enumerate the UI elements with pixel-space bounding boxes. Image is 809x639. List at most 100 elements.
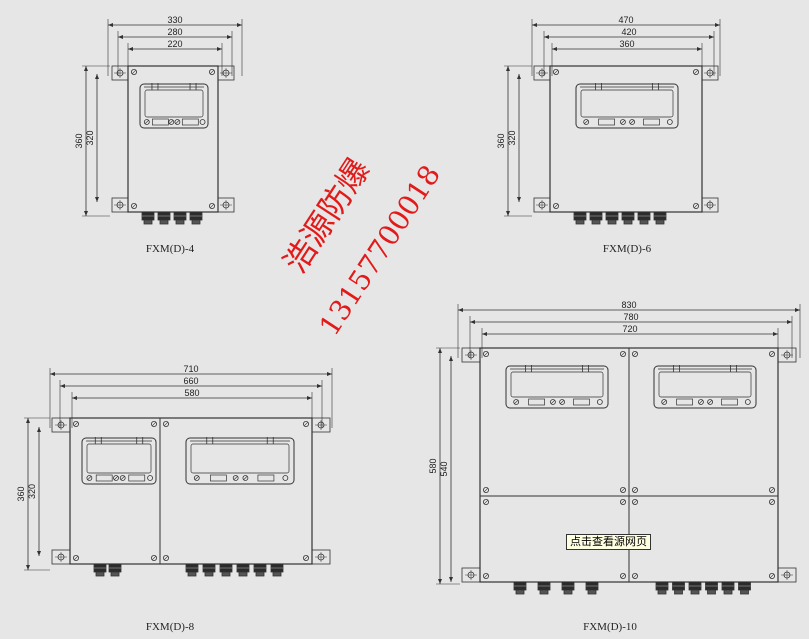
height-dimension-label-1: 360 bbox=[496, 133, 506, 148]
width-dimension-label-1: 830 bbox=[621, 300, 636, 310]
terminal-screw bbox=[199, 119, 206, 125]
breaker-window-inner bbox=[510, 371, 604, 398]
terminal-block bbox=[181, 118, 199, 126]
cable-gland-nut bbox=[515, 589, 525, 595]
cable-gland-nut bbox=[110, 571, 120, 577]
cable-gland-nut bbox=[623, 219, 633, 225]
breaker-window bbox=[505, 365, 609, 409]
cover-screw bbox=[632, 498, 639, 505]
drawing-caption: FXM(D)-6 bbox=[603, 243, 652, 255]
cover-screw bbox=[769, 486, 776, 493]
cable-gland-nut bbox=[143, 219, 153, 225]
cable-gland-nut bbox=[255, 571, 265, 577]
screw-slot bbox=[620, 573, 626, 579]
screw-slot bbox=[483, 499, 489, 505]
cable-gland-nut bbox=[607, 219, 617, 225]
cable-gland-nut bbox=[657, 589, 667, 595]
screw-slot bbox=[632, 499, 638, 505]
terminal-screw bbox=[282, 475, 289, 481]
width-dimension-label-3: 580 bbox=[184, 388, 199, 398]
screw-slot bbox=[583, 119, 589, 125]
terminal-screw bbox=[143, 119, 150, 125]
screw-slot bbox=[620, 499, 626, 505]
terminal-screw bbox=[513, 399, 520, 405]
terminal-screw bbox=[707, 399, 713, 405]
cable-gland-nut bbox=[204, 571, 214, 577]
height-dimension-label-1: 580 bbox=[428, 458, 438, 473]
screw-slot bbox=[559, 399, 565, 405]
width-dimension-label-2: 280 bbox=[167, 27, 182, 37]
breaker-window bbox=[575, 83, 679, 129]
cover-screw bbox=[620, 498, 627, 505]
breaker-window-inner bbox=[658, 371, 752, 398]
screw-slot bbox=[169, 119, 174, 125]
width-dimension-label-1: 330 bbox=[167, 15, 182, 25]
terminal-screw bbox=[596, 399, 603, 405]
cable-gland-nut bbox=[539, 589, 549, 595]
terminal-block bbox=[676, 398, 693, 406]
cable-gland-nut bbox=[95, 571, 105, 577]
terminal-screw bbox=[147, 475, 153, 481]
cover-screw bbox=[73, 420, 80, 427]
cover-screw bbox=[302, 555, 309, 562]
terminal-screw bbox=[119, 475, 126, 481]
height-dimension-label-2: 320 bbox=[507, 130, 517, 145]
cover-screw bbox=[482, 573, 489, 580]
screw-slot bbox=[632, 351, 638, 357]
terminal-screw bbox=[242, 475, 249, 481]
screw-slot bbox=[707, 399, 713, 405]
terminal-screw bbox=[232, 475, 239, 481]
terminal-screw bbox=[559, 399, 565, 405]
screw-slot bbox=[693, 69, 699, 75]
drawing-caption: FXM(D)-4 bbox=[146, 243, 195, 255]
cover-screw bbox=[130, 202, 137, 209]
screw-slot bbox=[769, 351, 775, 357]
cover-screw bbox=[769, 350, 776, 357]
cover-screw bbox=[162, 420, 169, 427]
height-dimension-label-2: 320 bbox=[27, 484, 37, 499]
terminal-screw bbox=[620, 119, 626, 125]
breaker-window bbox=[81, 437, 157, 485]
width-dimension-label-3: 720 bbox=[622, 324, 637, 334]
screw-slot bbox=[113, 475, 119, 481]
cable-gland-nut bbox=[187, 571, 197, 577]
breaker-window-inner bbox=[580, 89, 674, 118]
height-dimension-label-1: 360 bbox=[16, 486, 26, 501]
cover-screw bbox=[620, 573, 627, 580]
view-source-page-tooltip[interactable]: 点击查看源网页 bbox=[566, 534, 651, 550]
enclosure-body bbox=[127, 65, 219, 213]
screw-slot bbox=[769, 499, 775, 505]
screw-slot bbox=[73, 555, 79, 561]
watermark: 浩源防爆 13157700018 bbox=[276, 152, 447, 342]
cover-screw bbox=[769, 573, 776, 580]
cover-screw bbox=[208, 202, 215, 209]
terminal-block bbox=[573, 398, 590, 406]
screw-slot bbox=[661, 399, 667, 405]
screw-slot bbox=[209, 69, 215, 75]
terminal-screw bbox=[86, 475, 93, 481]
cable-gland-nut bbox=[575, 219, 585, 225]
cover-screw bbox=[482, 486, 489, 493]
screw-slot bbox=[620, 119, 626, 125]
cover-screw bbox=[162, 555, 169, 562]
cable-gland-nut bbox=[563, 589, 573, 595]
cover-screw bbox=[208, 69, 215, 76]
cover-screw bbox=[150, 555, 157, 562]
screw-slot bbox=[131, 203, 137, 209]
enclosure-body bbox=[549, 65, 703, 213]
cable-gland-nut bbox=[191, 219, 201, 225]
screw-slot bbox=[131, 69, 137, 75]
screw-slot bbox=[620, 351, 626, 357]
height-dimension-label-2: 320 bbox=[85, 130, 95, 145]
terminal-screw bbox=[193, 475, 200, 481]
screw-slot bbox=[620, 487, 626, 493]
terminal-block bbox=[721, 398, 738, 406]
breaker-window bbox=[653, 365, 757, 409]
height-dimension-label-2: 540 bbox=[439, 461, 449, 476]
cable-gland-nut bbox=[690, 589, 700, 595]
cover-screw bbox=[482, 498, 489, 505]
cover-screw bbox=[632, 486, 639, 493]
